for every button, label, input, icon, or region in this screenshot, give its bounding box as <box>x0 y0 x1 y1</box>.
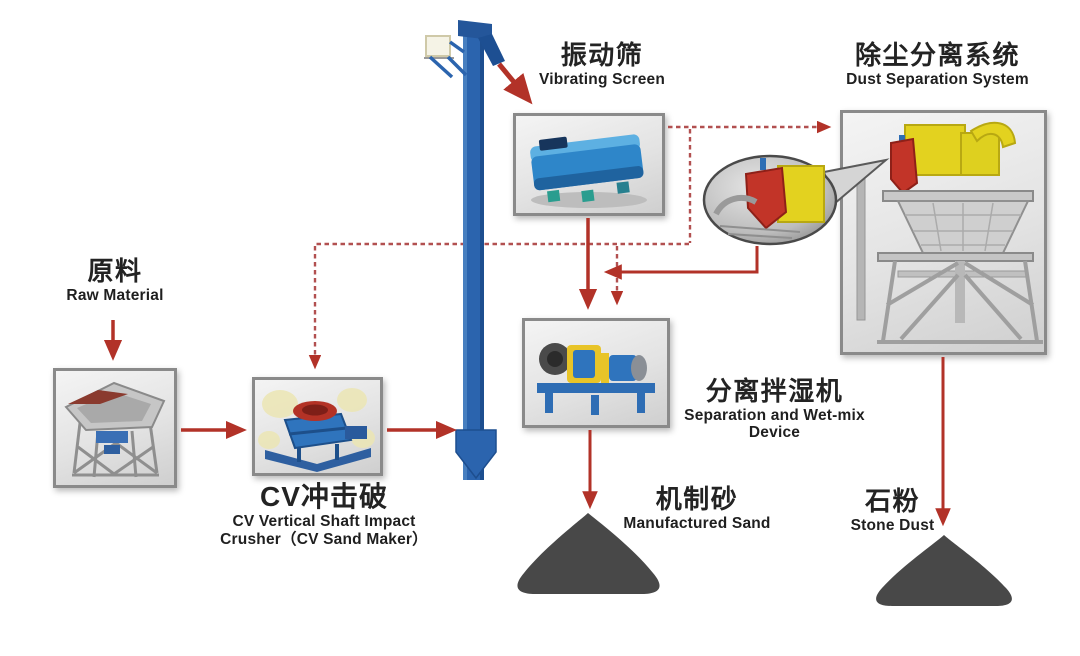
bucket-elevator <box>424 20 505 480</box>
dust-duct <box>969 122 1017 149</box>
label-vibrating-screen: 振动筛 Vibrating Screen <box>502 40 702 89</box>
label-stone-dust: 石粉 Stone Dust <box>825 486 960 535</box>
vibrating-screen-image <box>513 113 665 216</box>
elevator-braces <box>428 40 468 79</box>
dust-collector-box2 <box>960 132 1000 176</box>
wet-mix-zh: 分离拌湿机 <box>705 376 844 406</box>
wetmix-drum <box>573 350 595 378</box>
wetmix-frame <box>537 383 655 393</box>
wetmix-leg2 <box>591 395 599 415</box>
hopper-inner <box>77 392 151 423</box>
vibrating-screen-en: Vibrating Screen <box>538 71 666 89</box>
crusher-skid <box>265 448 371 472</box>
support-legs <box>877 260 1043 344</box>
raw-material-feeder-image <box>53 368 177 488</box>
feeder-motor <box>104 445 120 454</box>
label-crusher: CV冲击破 CV Vertical Shaft Impact Crusher（C… <box>214 482 434 548</box>
vibrating-feeder <box>96 431 128 443</box>
screen-art <box>530 134 647 208</box>
top-platform <box>882 190 1034 202</box>
dust-separation-system-image <box>840 110 1047 355</box>
label-wet-mix: 分离拌湿机 Separation and Wet-mix Device <box>662 376 887 441</box>
elevator-discharge-chute <box>478 34 505 66</box>
wetmix-motor-cap <box>631 355 647 381</box>
feeder-hopper-art <box>64 381 166 478</box>
dust-separation-zh: 除尘分离系统 <box>854 40 1020 70</box>
spray-blobs <box>258 388 375 449</box>
elevator-hopper-inlet <box>425 35 451 57</box>
callout-lens <box>702 154 838 246</box>
manufactured-sand-zh: 机制砂 <box>655 484 739 514</box>
crusher-en-line1: CV Vertical Shaft Impact <box>232 513 416 531</box>
center-chute <box>955 261 965 323</box>
label-dust-separation: 除尘分离系统 Dust Separation System <box>830 40 1045 89</box>
wetmix-leg1 <box>545 393 553 413</box>
raw-material-en: Raw Material <box>66 287 164 305</box>
manufactured-sand-en: Manufactured Sand <box>623 515 771 533</box>
wetmix-band2 <box>601 353 609 383</box>
dust-system-art <box>856 122 1043 344</box>
mid-platform <box>877 252 1034 262</box>
elevator-boot <box>455 429 497 480</box>
hopper-mesh <box>905 202 1021 252</box>
vibrating-screen-zh: 振动筛 <box>560 40 644 70</box>
wet-mix-device-image <box>522 318 670 428</box>
stone-dust-pile <box>876 535 1012 606</box>
dust-separation-en: Dust Separation System <box>846 71 1029 89</box>
rotary-valve-red <box>890 137 919 195</box>
label-manufactured-sand: 机制砂 Manufactured Sand <box>597 484 797 533</box>
crusher-motor <box>345 426 367 439</box>
crusher-art <box>258 388 375 472</box>
wetmix-gear-hub <box>547 351 563 367</box>
raw-material-pile-in-hopper <box>68 390 128 404</box>
wet-mix-art <box>537 343 655 415</box>
crusher-en-line2: Crusher（CV Sand Maker） <box>220 530 428 548</box>
crusher-stripe <box>288 426 348 436</box>
label-raw-material: 原料 Raw Material <box>35 256 195 305</box>
stone-dust-zh: 石粉 <box>864 486 920 516</box>
cv-crusher-image <box>252 377 383 476</box>
wet-mix-en: Separation and Wet-mix Device <box>684 407 865 441</box>
raw-material-zh: 原料 <box>87 256 143 286</box>
crusher-rotor-inner <box>302 404 328 416</box>
callout-contents <box>713 158 825 239</box>
screen-machine <box>530 134 644 203</box>
dust-pipe <box>856 164 866 321</box>
crusher-zh: CV冲击破 <box>260 481 388 512</box>
arrow-dust-to-wetmix <box>603 246 759 280</box>
elevator-head <box>458 20 492 40</box>
wetmix-drum2 <box>609 355 637 381</box>
wetmix-leg3 <box>637 393 645 413</box>
stone-dust-en: Stone Dust <box>850 517 935 535</box>
